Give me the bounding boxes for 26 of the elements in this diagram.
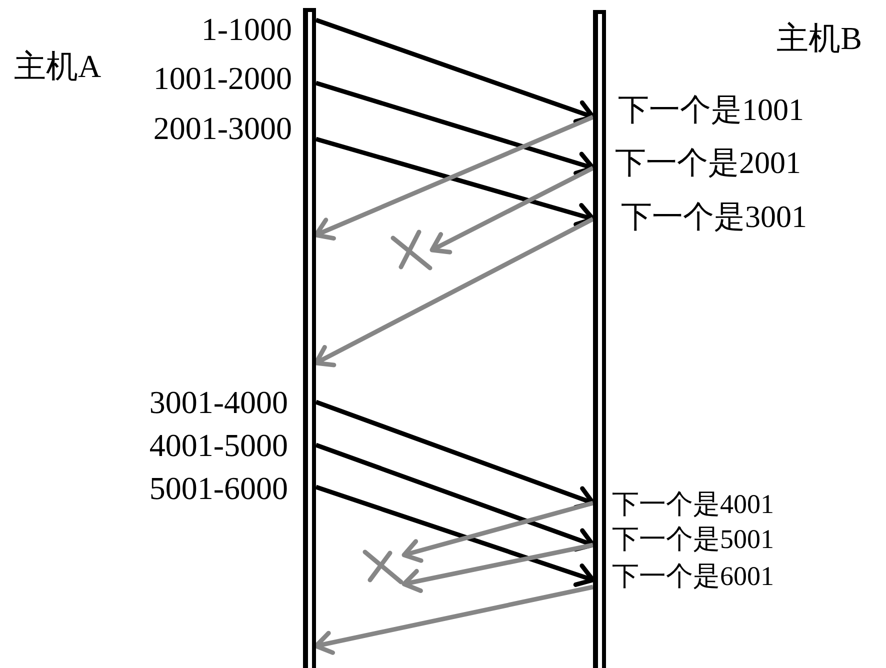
edge-label: 4001-5000 [149,426,288,465]
arrow [315,442,596,552]
arrow [315,484,596,587]
arrow [315,80,596,176]
arrow [315,18,596,124]
edge-label: 下一个是4001 [612,488,774,520]
edge-label: 下一个是6001 [612,560,774,592]
edge-label: 下一个是5001 [612,522,774,555]
edge-label: 下一个是2001 [615,144,801,182]
timeline-bar [303,8,316,668]
edge-label: 1-1000 [201,10,292,49]
edge-label: 2001-3000 [153,109,292,148]
edge-label: 1001-2000 [153,59,292,98]
arrow [402,542,594,593]
edge-label: 5001-6000 [149,469,288,508]
host-label: 主机A [14,47,102,86]
host-label: 主机B [776,19,862,58]
timeline-bar [593,10,606,668]
edge-label: 下一个是1001 [618,91,804,128]
edge-label: 下一个是3001 [621,198,807,236]
arrow [315,136,596,227]
arrow [430,166,594,254]
cross-icon [362,549,404,587]
arrow [402,500,594,563]
edge-label: 3001-4000 [149,383,288,422]
cross-icon [390,230,432,270]
